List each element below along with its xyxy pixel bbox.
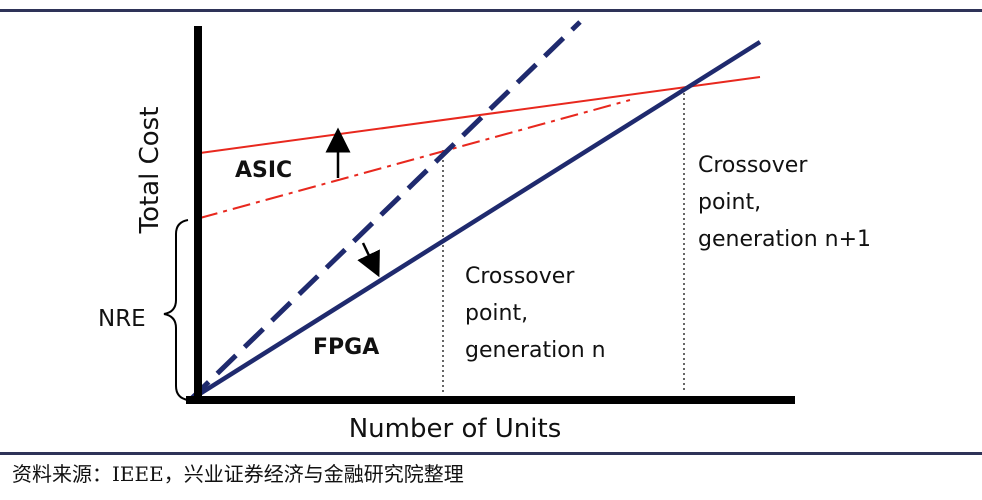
x-axis-label: Number of Units <box>349 414 562 444</box>
bottom-divider <box>0 452 982 455</box>
source-note: 资料来源：IEEE，兴业证券经济与金融研究院整理 <box>12 462 464 486</box>
nre-brace <box>163 219 189 401</box>
asic-label: ASIC <box>235 158 292 183</box>
fpga-line-old <box>188 20 582 402</box>
crossover-n1-line2: point, <box>698 190 761 215</box>
crossover-n1-line3: generation n+1 <box>698 227 871 252</box>
fpga-label: FPGA <box>313 335 379 360</box>
asic-line-new <box>199 76 761 154</box>
y-axis-label: Total Cost <box>135 107 165 235</box>
crossover-n-line2: point, <box>465 301 528 326</box>
arrow-down-icon <box>357 242 380 278</box>
crossover-n1-line1: Crossover <box>698 153 808 178</box>
fpga-line-new <box>188 40 762 402</box>
nre-label: NRE <box>98 306 146 332</box>
crossover-n-line1: Crossover <box>465 264 575 289</box>
asic-line-old <box>199 99 631 219</box>
top-divider <box>0 9 982 12</box>
crossover-n-line3: generation n <box>465 338 606 363</box>
